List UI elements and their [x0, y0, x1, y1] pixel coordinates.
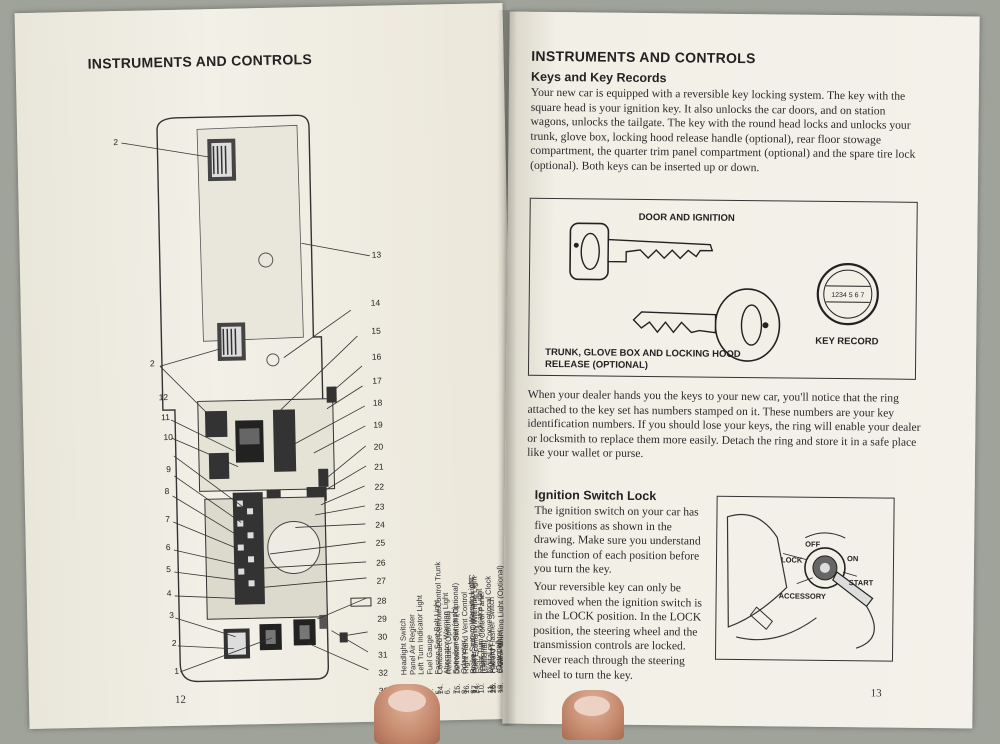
ignition-accessory-label: ACCESSORY	[779, 591, 826, 600]
callout-2-mid: 2	[150, 358, 155, 368]
left-thumbnail	[388, 690, 426, 712]
right-page-number: 13	[871, 687, 882, 699]
ignition-lock-label: LOCK	[781, 555, 802, 564]
callout-18: 18	[373, 398, 383, 408]
trunk-key-label-text: TRUNK, GLOVE BOX AND LOCKING HOOD RELEAS…	[545, 347, 741, 371]
callout-9: 9	[166, 464, 171, 474]
left-thumb	[374, 684, 440, 744]
book-gutter	[497, 10, 517, 726]
callout-20: 20	[374, 442, 384, 452]
callout-23: 23	[375, 502, 385, 512]
callout-17: 17	[372, 376, 382, 386]
ignition-off-label: OFF	[805, 540, 820, 549]
callout-30: 30	[378, 632, 388, 642]
ignition-start-label: START	[849, 578, 874, 587]
key-record-label: KEY RECORD	[815, 336, 878, 348]
callout-24: 24	[375, 520, 385, 530]
callout-4: 4	[167, 588, 172, 598]
callout-32: 32	[378, 668, 388, 678]
ignition-subheading: Ignition Switch Lock	[535, 488, 657, 503]
callout-14: 14	[371, 298, 381, 308]
callout-16: 16	[372, 352, 382, 362]
callout-8: 8	[164, 486, 169, 496]
callout-7: 7	[165, 514, 170, 524]
callout-1: 1	[174, 666, 179, 676]
callout-31: 31	[378, 650, 388, 660]
right-page: INSTRUMENTS AND CONTROLS Keys and Key Re…	[502, 12, 979, 729]
callout-25: 25	[376, 538, 386, 548]
dealer-paragraph: When your dealer hands you the keys to y…	[527, 388, 922, 465]
callout-10: 10	[163, 432, 173, 442]
legend-number: 24.	[472, 674, 481, 694]
callout-21: 21	[374, 462, 384, 472]
ignition-paragraph-1: The ignition switch on your car has five…	[534, 504, 711, 579]
right-thumbnail	[574, 696, 610, 716]
callout-29: 29	[377, 614, 387, 624]
callout-15: 15	[371, 326, 381, 336]
callout-5: 5	[166, 564, 171, 574]
left-page-number: 12	[175, 694, 186, 706]
keys-subheading: Keys and Key Records	[531, 70, 667, 85]
callout-26: 26	[376, 558, 386, 568]
left-page: INSTRUMENTS AND CONTROLS	[15, 3, 518, 729]
ignition-on-label: ON	[847, 554, 858, 563]
callout-3: 3	[169, 610, 174, 620]
callout-2-top: 2	[113, 137, 118, 147]
callout-19: 19	[373, 420, 383, 430]
callout-13: 13	[372, 250, 382, 260]
ignition-illustration: OFF ON LOCK START ACCESSORY	[715, 496, 895, 662]
ignition-paragraph-2: Your reversible key can only be removed …	[533, 580, 710, 684]
callout-27: 27	[376, 576, 386, 586]
callout-2-bottom: 2	[172, 638, 177, 648]
callout-22: 22	[374, 482, 384, 492]
trunk-key-label: TRUNK, GLOVE BOX AND LOCKING HOOD RELEAS…	[545, 347, 765, 373]
callout-11: 11	[161, 412, 170, 422]
keys-paragraph: Your new car is equipped with a reversib…	[530, 86, 923, 178]
callout-12: 12	[159, 392, 169, 402]
callout-6: 6	[166, 542, 171, 552]
key-record-code: 1234 5 6 7	[831, 292, 864, 299]
key-illustration: DOOR AND IGNITION 1234 5 6 7 TRUNK, GLOV…	[528, 198, 918, 380]
callout-28: 28	[377, 596, 387, 606]
right-page-heading: INSTRUMENTS AND CONTROLS	[531, 48, 756, 66]
